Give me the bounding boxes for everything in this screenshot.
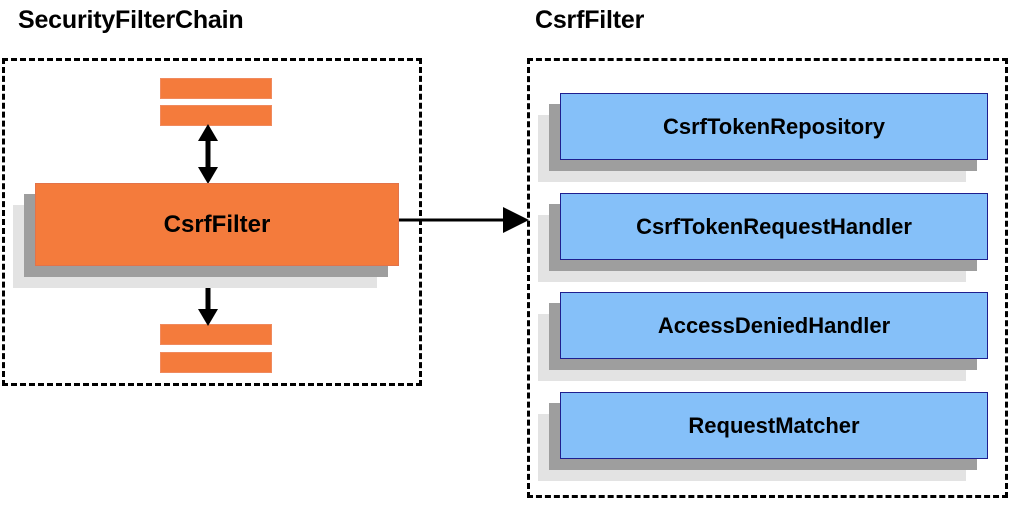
node-face: AccessDeniedHandler [560, 292, 988, 359]
filter-chain-bar-below-1 [160, 324, 272, 345]
filter-chain-bar-below-2 [160, 352, 272, 373]
arrow-right-icon [399, 207, 529, 233]
node-label: CsrfTokenRepository [662, 113, 886, 139]
page-title-csrf-filter: CsrfFilter [535, 6, 645, 34]
filter-chain-bar-above-1 [160, 78, 272, 99]
node-label: CsrfTokenRequestHandler [636, 213, 912, 239]
double-arrow-vertical-above-icon [198, 124, 218, 184]
node-label: RequestMatcher [688, 412, 860, 438]
node-csrf-token-request-handler[interactable]: CsrfTokenRequestHandler [538, 193, 988, 282]
node-access-denied-handler[interactable]: AccessDeniedHandler [538, 292, 988, 381]
csrf-filter-container [527, 58, 1008, 498]
node-face: RequestMatcher [560, 392, 988, 459]
node-face: CsrfTokenRequestHandler [560, 193, 988, 260]
node-label: AccessDeniedHandler [657, 312, 891, 338]
security-filter-chain-container [2, 58, 422, 386]
node-request-matcher[interactable]: RequestMatcher [538, 392, 988, 481]
node-csrf-token-repository[interactable]: CsrfTokenRepository [538, 93, 988, 182]
node-label: CsrfFilter [163, 210, 271, 238]
filter-chain-bar-above-2 [160, 105, 272, 126]
node-csrffilter[interactable]: CsrfFilter [13, 183, 399, 288]
node-face: CsrfFilter [35, 183, 399, 266]
node-face: CsrfTokenRepository [560, 93, 988, 160]
page-title-security-filter-chain: SecurityFilterChain [18, 6, 244, 34]
